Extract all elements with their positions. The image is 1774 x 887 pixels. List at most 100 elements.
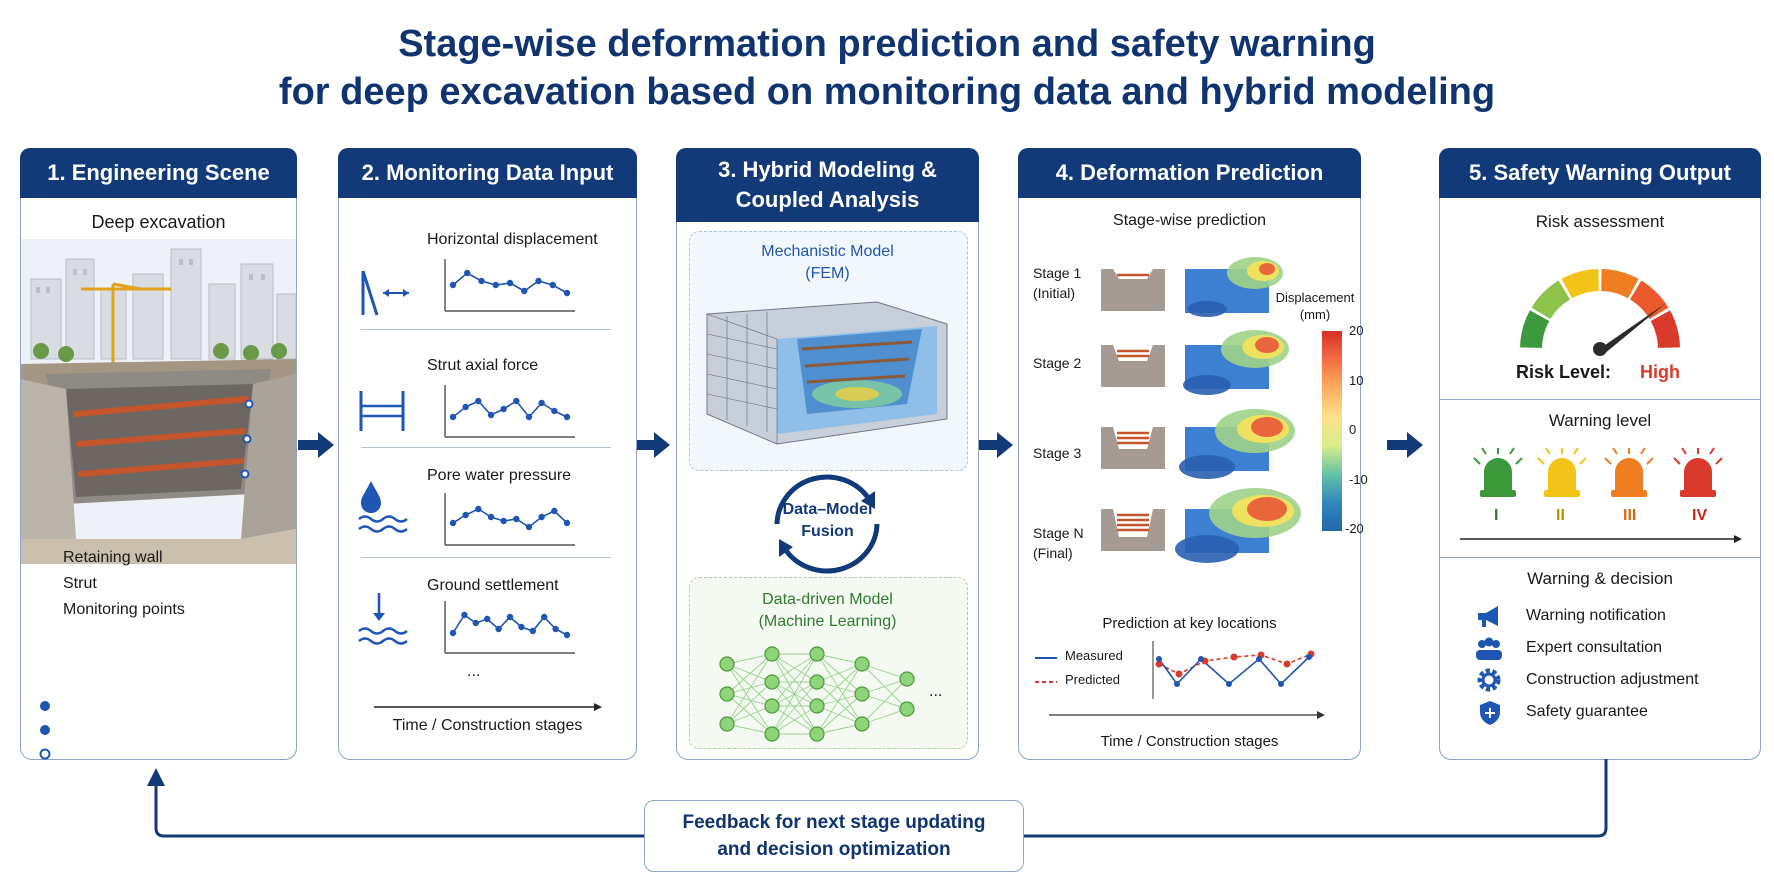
monitoring-mini-charts <box>444 259 575 654</box>
megaphone-icon <box>1478 606 1498 627</box>
page-title: Stage-wise deformation prediction and sa… <box>0 20 1774 116</box>
legend-measured: Measured <box>1065 648 1123 663</box>
stage-n-note: (Final) <box>1033 545 1073 561</box>
nn-connection <box>726 681 773 695</box>
chart-point <box>472 619 479 627</box>
panel-4-title: 4. Deformation Prediction <box>1018 148 1361 198</box>
chart-point <box>513 397 520 405</box>
predicted-point <box>1283 660 1291 668</box>
warning-light-base <box>1680 490 1716 497</box>
nn-connection <box>861 678 908 725</box>
chart-point <box>538 399 545 407</box>
displacement-heatmap <box>1185 257 1283 317</box>
panel-5-title: 5. Safety Warning Output <box>1439 148 1761 198</box>
chart-point <box>475 397 482 405</box>
nn-node <box>809 646 825 662</box>
divider <box>1440 557 1760 558</box>
nn-connection <box>861 678 908 695</box>
measured-point <box>1174 681 1180 687</box>
predicted-point <box>1230 653 1238 661</box>
chart-point <box>513 515 520 523</box>
stage-n-label: Stage N (Final) <box>1033 523 1084 563</box>
colorbar-label-line-2: (mm) <box>1299 307 1331 322</box>
chart-point <box>484 615 491 623</box>
warning-level-ii: II <box>1556 507 1565 524</box>
warning-decision-title: Warning & decision <box>1527 569 1673 588</box>
series-label-horizontal-displacement: Horizontal displacement <box>427 231 598 248</box>
nn-node <box>809 726 825 742</box>
heatmap-zone <box>1187 301 1227 317</box>
chart-point <box>549 281 556 289</box>
legend-predicted: Predicted <box>1065 672 1120 687</box>
strut-icon <box>359 391 405 431</box>
title-line-2: for deep excavation based on monitoring … <box>278 71 1496 113</box>
arrow-right-icon <box>1387 432 1423 458</box>
chart-point <box>475 505 482 513</box>
gauge-segment <box>1601 269 1639 299</box>
warning-level-i: I <box>1494 507 1499 524</box>
nn-connection <box>726 653 773 665</box>
key-location-chart <box>1049 641 1325 719</box>
nn-connection <box>726 663 773 707</box>
nn-connection <box>816 653 863 665</box>
warning-light-ray <box>1579 457 1587 465</box>
water-drop-icon <box>358 481 408 533</box>
nn-connection <box>726 663 773 683</box>
nn-connection <box>771 653 818 735</box>
chart-point <box>506 279 514 287</box>
displacement-heatmap <box>1179 409 1295 479</box>
decision-construction-adjustment: Construction adjustment <box>1526 671 1699 688</box>
data-driven-line-2: (Machine Learning) <box>758 613 897 630</box>
warning-light-ray <box>1673 457 1681 465</box>
predicted-point <box>1175 670 1183 678</box>
chart-point <box>521 287 528 295</box>
time-axis-arrow <box>374 703 602 711</box>
feedback-line-1: Feedback for next stage updating <box>682 812 986 833</box>
stage-1-label: Stage 1 (Initial) <box>1033 263 1081 303</box>
data-driven-line-1: Data-driven Model <box>762 591 893 608</box>
measured-point <box>1156 656 1162 662</box>
legend-strut-dot <box>40 725 50 735</box>
legend-retaining-wall: Retaining wall <box>63 549 163 566</box>
neural-network-illustration <box>719 646 915 742</box>
risk-level-label: Risk Level: <box>1516 362 1612 382</box>
chart-point <box>487 513 495 521</box>
chart-point <box>464 269 471 277</box>
chart-point <box>563 413 571 421</box>
nn-node <box>719 716 735 732</box>
network-ellipsis: ... <box>929 683 943 700</box>
nn-node <box>764 698 780 714</box>
panel-3-title-line-1: 3. Hybrid Modeling & <box>718 157 937 182</box>
displacement-heatmap <box>1175 488 1301 563</box>
feedback-line-2: and decision optimization <box>717 839 951 860</box>
warning-light-ray <box>1573 447 1579 455</box>
more-series-ellipsis: ... <box>467 663 481 680</box>
colorbar <box>1322 331 1342 531</box>
shield-icon <box>1480 701 1500 725</box>
series-label-strut-axial-force: Strut axial force <box>427 357 539 374</box>
chart-point <box>551 407 558 415</box>
chart-point <box>449 413 457 421</box>
mechanistic-model-title: Mechanistic Model (FEM) <box>677 241 978 285</box>
feedback-box: Feedback for next stage updating and dec… <box>644 800 1024 872</box>
warning-light-ray <box>1640 447 1646 455</box>
stage-2-label: Stage 2 <box>1033 355 1081 371</box>
nn-connection <box>816 663 863 735</box>
nn-connection <box>816 653 863 725</box>
chart-point <box>535 277 542 285</box>
chart-point <box>492 281 499 289</box>
heatmap-zone <box>1251 417 1283 437</box>
stage-1-note: (Initial) <box>1033 285 1076 301</box>
nn-connection <box>816 705 863 725</box>
time-axis-label: Time / Construction stages <box>392 717 583 734</box>
warning-light-ray <box>1709 447 1715 455</box>
panel-hybrid-modeling: 3. Hybrid Modeling & Coupled Analysis Me… <box>676 148 979 760</box>
chart-point <box>462 511 469 519</box>
colorbar-tick: -20 <box>1345 521 1364 536</box>
displacement-heatmap <box>1183 330 1289 395</box>
legend-predicted-line <box>1035 681 1057 683</box>
warning-lights <box>1473 447 1723 497</box>
fusion-cycle-icon <box>774 474 880 574</box>
gauge-segment <box>1561 269 1599 299</box>
